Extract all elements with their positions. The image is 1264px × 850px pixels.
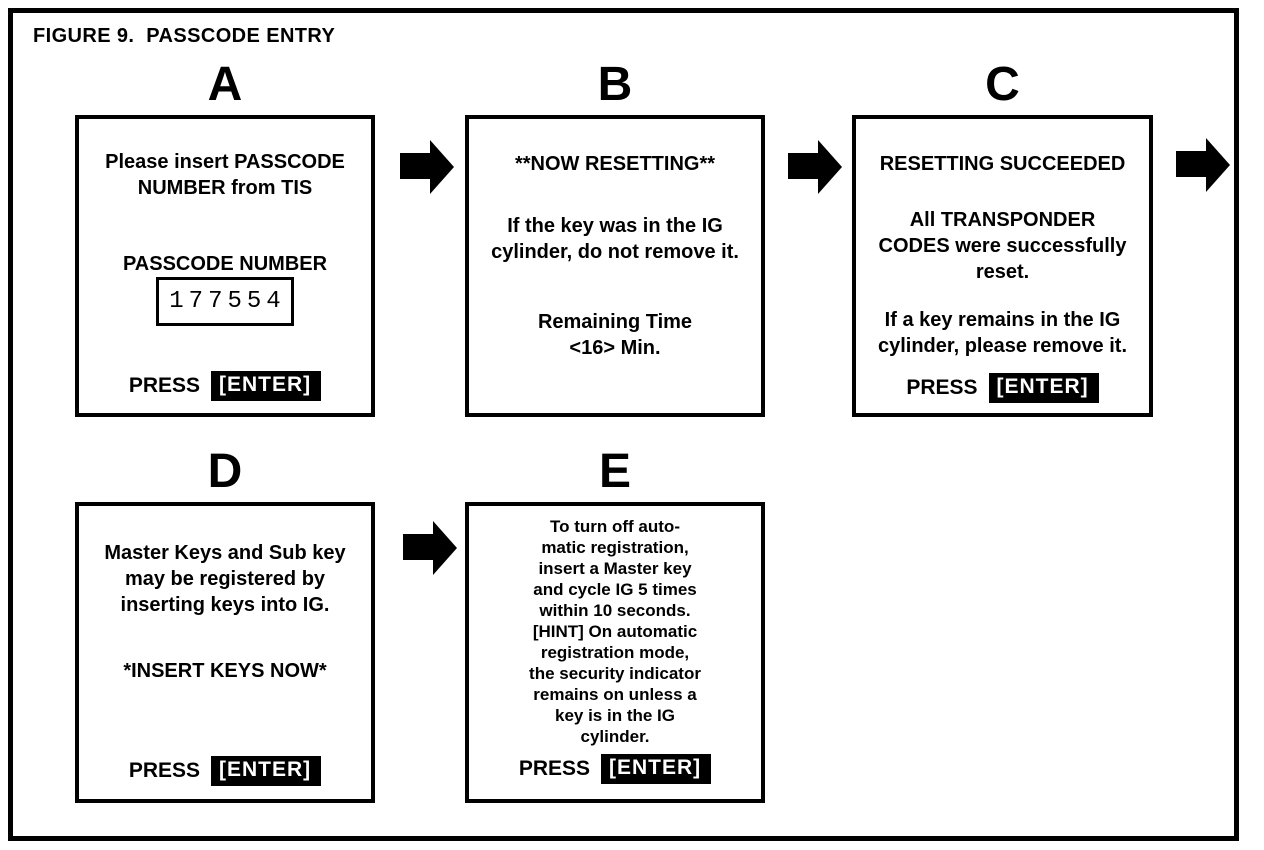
panel-c-message1: All TRANSPONDER CODES were successfully … (878, 209, 1127, 283)
passcode-number-field: 177554 (156, 277, 294, 326)
panel-b-label: B (597, 58, 633, 111)
panel-e-label: E (598, 445, 631, 498)
panel-a-message: Please insert PASSCODE NUMBER from TIS (105, 151, 345, 199)
screen-panel-c: RESETTING SUCCEEDED All TRANSPONDER CODE… (852, 115, 1153, 417)
panel-c-message2: If a key remains in the IG cylinder, ple… (877, 309, 1127, 357)
panel-d-press-row: PRESS [ENTER] (79, 756, 371, 786)
screen-panel-a: Please insert PASSCODE NUMBER from TIS P… (75, 115, 375, 417)
press-label: PRESS (906, 376, 978, 399)
panel-b-remaining-time: Remaining Time <16> Min. (537, 311, 693, 359)
arrow-right-icon (403, 521, 457, 575)
arrow-right-icon (400, 140, 454, 194)
arrow-right-icon (788, 140, 842, 194)
screen-panel-e: To turn off auto- matic registration, in… (465, 502, 765, 803)
panel-c-heading: RESETTING SUCCEEDED (879, 153, 1126, 175)
screen-panel-b: **NOW RESETTING** If the key was in the … (465, 115, 765, 417)
panel-d-label: D (207, 445, 243, 498)
press-label: PRESS (518, 757, 591, 780)
enter-key-badge: [ENTER] (988, 373, 1099, 403)
panel-b-heading: **NOW RESETTING** (514, 153, 716, 175)
panel-c-press-row: PRESS [ENTER] (856, 373, 1149, 403)
figure-border (8, 8, 1239, 841)
panel-a-press-row: PRESS [ENTER] (79, 371, 371, 401)
arrow-right-icon (1176, 138, 1230, 192)
passcode-number-label: PASSCODE NUMBER (122, 253, 328, 275)
passcode-number-value: 177554 (169, 288, 286, 315)
screen-panel-d: Master Keys and Sub key may be registere… (75, 502, 375, 803)
press-label: PRESS (128, 374, 201, 397)
enter-key-badge: [ENTER] (211, 756, 322, 786)
enter-key-badge: [ENTER] (211, 371, 322, 401)
panel-c-label: C (985, 58, 1020, 111)
press-label: PRESS (128, 759, 201, 782)
figure-title: FIGURE 9. PASSCODE ENTRY (33, 25, 336, 47)
enter-key-badge: [ENTER] (601, 754, 712, 784)
panel-e-message: To turn off auto- matic registration, in… (529, 517, 701, 746)
panel-b-message1: If the key was in the IG cylinder, do no… (491, 215, 739, 263)
panel-d-message2: *INSERT KEYS NOW* (123, 660, 327, 682)
panel-e-press-row: PRESS [ENTER] (469, 754, 761, 784)
panel-a-label: A (207, 58, 243, 111)
panel-d-message1: Master Keys and Sub key may be registere… (104, 542, 346, 616)
